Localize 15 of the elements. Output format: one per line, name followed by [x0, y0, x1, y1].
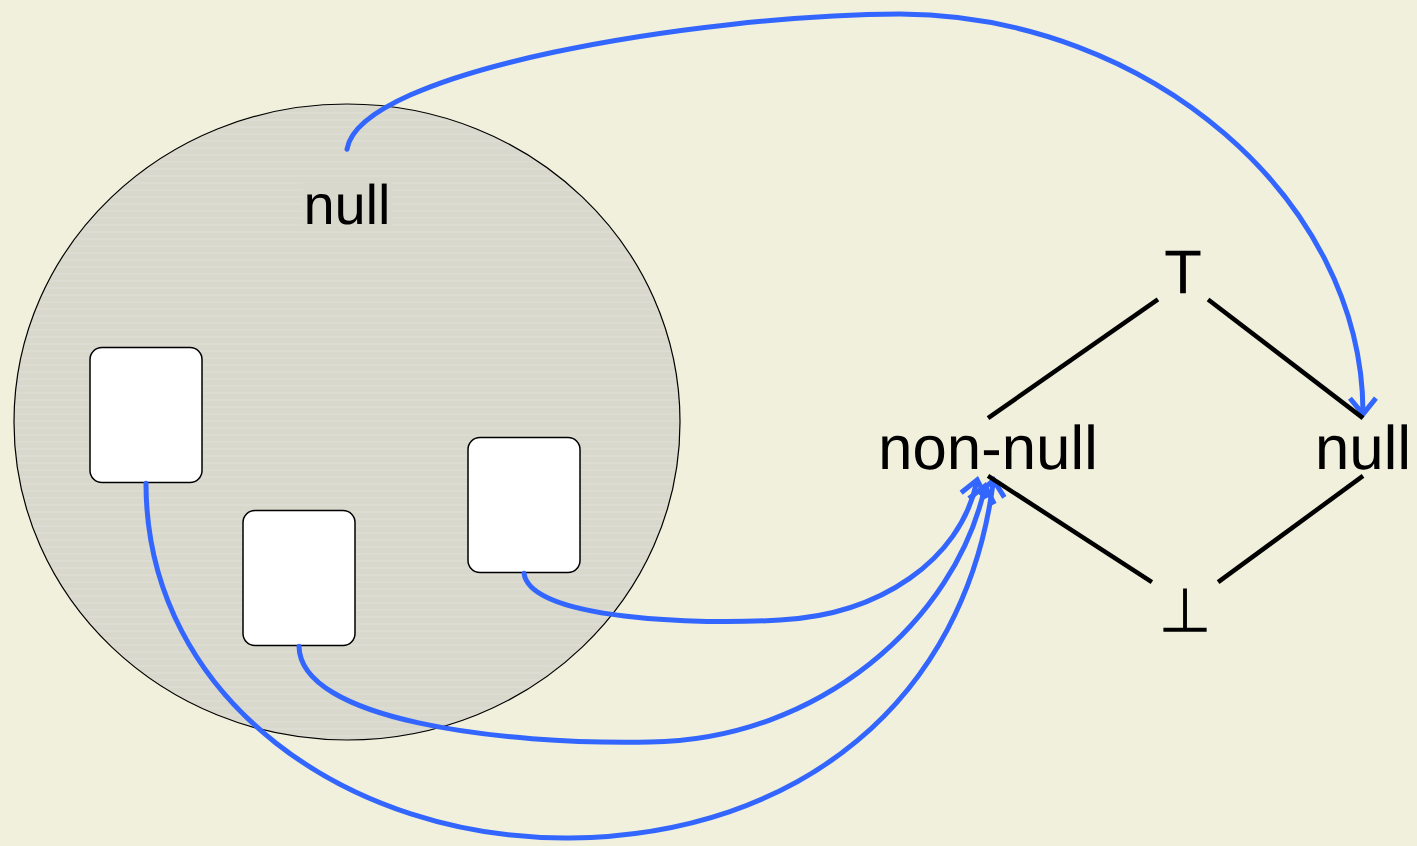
arrow	[296, 481, 997, 745]
lattice-line	[986, 297, 1160, 420]
lattice-label: T	[1165, 250, 1201, 294]
lattice-line	[986, 474, 1154, 585]
lattice-label: ⊥	[1163, 588, 1207, 632]
lattice-label: non-null	[882, 424, 1094, 470]
lattice-line	[1216, 474, 1365, 584]
lattice-line	[1206, 297, 1365, 420]
arrow	[143, 475, 1007, 841]
element-box	[89, 346, 203, 484]
arrow	[344, 11, 1378, 419]
lattice-label: null	[1319, 424, 1407, 470]
element-box	[242, 509, 356, 647]
element-box	[467, 436, 581, 574]
arrow	[521, 475, 989, 625]
